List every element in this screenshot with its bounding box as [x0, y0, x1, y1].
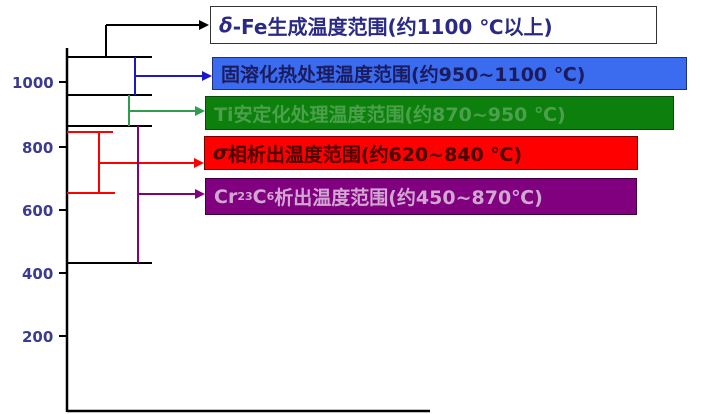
c-subscript: 6	[266, 190, 275, 203]
delta-fe-connector	[105, 20, 209, 57]
delta-fe-range-label: δ -Fe生成温度范围(约1100 ℃以上)	[210, 6, 657, 44]
ti-stabilization-range-label: Ti安定化处理温度范围(约870~950 ℃)	[205, 96, 674, 130]
sigma-phase-text: 相析出温度范围(约620~840 ℃)	[227, 143, 523, 166]
sigma-phase-range-label: σ 相析出温度范围(约620~840 ℃)	[204, 136, 638, 170]
cr-symbol: Cr	[214, 185, 238, 208]
sigma-phase-connector	[67, 131, 204, 194]
tick-label-1000: 1000	[12, 74, 54, 92]
delta-symbol: δ	[219, 13, 233, 37]
solution-treatment-range-label: 固溶化热处理温度范围(约950~1100 ℃)	[212, 57, 687, 90]
solution-treatment-connector	[134, 57, 212, 95]
tick-label-200: 200	[22, 328, 53, 346]
ti-stabilization-text: Ti安定化处理温度范围(约870~950 ℃)	[214, 103, 566, 126]
ti-stabilization-connector	[128, 95, 205, 126]
cr23c6-connector	[137, 126, 205, 263]
solution-treatment-text: 固溶化热处理温度范围(约950~1100 ℃)	[221, 64, 586, 86]
tick-label-400: 400	[22, 265, 53, 283]
tick-label-600: 600	[22, 202, 53, 220]
cr-subscript: 23	[237, 190, 253, 203]
cr23c6-text: 析出温度范围(约450~870℃)	[274, 187, 543, 209]
c-symbol: C	[252, 185, 267, 208]
tick-label-800: 800	[22, 139, 53, 157]
sigma-symbol: σ	[213, 142, 228, 164]
delta-fe-text: -Fe生成温度范围(约1100 ℃以上)	[232, 14, 553, 39]
